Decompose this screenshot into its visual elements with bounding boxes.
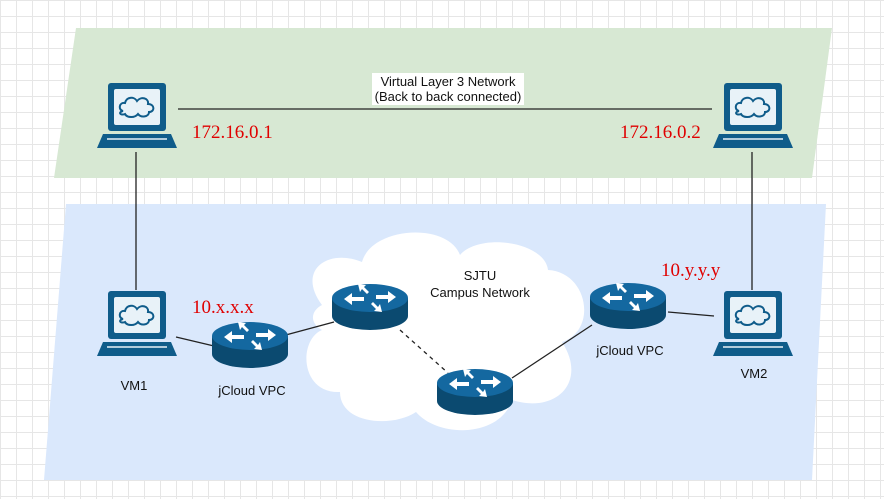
vm2-label: VM2 (741, 366, 768, 381)
router-icon[interactable] (212, 322, 288, 368)
right-l3-ip: 172.16.0.2 (620, 122, 701, 143)
campus-to-vpc-link (511, 324, 593, 379)
vm1-ip: 10.x.x.x (192, 297, 254, 318)
campus-internal-link (399, 329, 449, 374)
router-icon[interactable] (437, 369, 513, 415)
computer-workstation-icon[interactable] (96, 290, 178, 357)
campus-name-line1: SJTU (464, 268, 497, 283)
vm1-label: VM1 (121, 378, 148, 393)
router-icon[interactable] (332, 284, 408, 330)
campus-name-line2: Campus Network (430, 285, 530, 300)
vm1-to-vpc-link (175, 336, 215, 347)
right-vpc-label: jCloud VPC (595, 343, 663, 358)
vm2-ip: 10.y.y.y (661, 260, 721, 281)
l3-title-box (372, 73, 524, 105)
vpc-to-vm2-link (667, 311, 715, 317)
left-l3-ip: 172.16.0.1 (192, 122, 273, 143)
computer-workstation-icon[interactable] (96, 82, 178, 149)
router-icon[interactable] (590, 283, 666, 329)
computer-workstation-icon[interactable] (712, 290, 794, 357)
l3-title-line2: (Back to back connected) (375, 89, 522, 104)
campus-cloud (306, 232, 585, 431)
left-vpc-label: jCloud VPC (217, 383, 285, 398)
l3-title-line1: Virtual Layer 3 Network (381, 74, 516, 89)
vpc-to-campus-link (281, 321, 335, 337)
computer-workstation-icon[interactable] (712, 82, 794, 149)
